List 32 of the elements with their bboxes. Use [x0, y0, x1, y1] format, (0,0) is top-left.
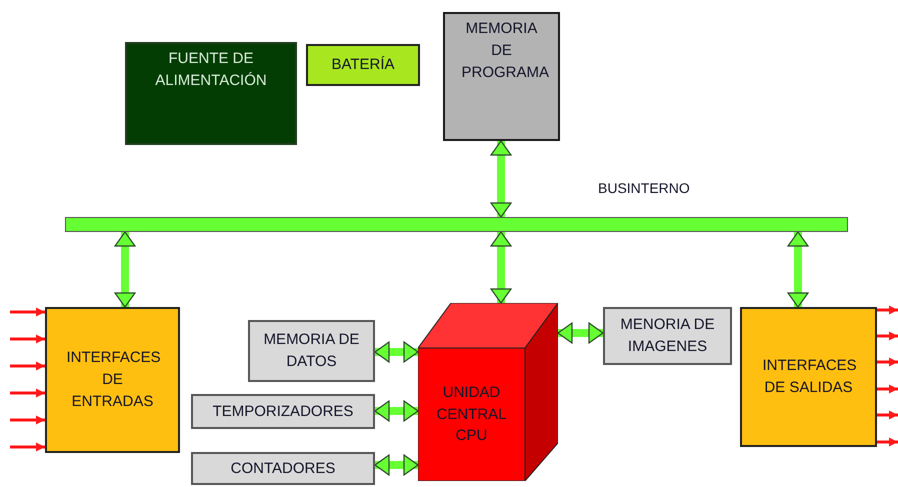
bus-arrow [374, 454, 419, 476]
process-box: MENORIA DE IMAGENES [603, 307, 732, 365]
process-box: BATERÍA [306, 44, 420, 86]
signal-arrow [877, 332, 898, 340]
bus-arrow [787, 231, 809, 308]
process-box: INTERFACES DE ENTRADAS [45, 307, 180, 453]
signal-arrow [877, 358, 898, 366]
process-box: TEMPORIZADORES [191, 394, 375, 429]
signal-arrow [877, 438, 898, 446]
signal-arrow [10, 362, 45, 370]
signal-arrow [10, 388, 45, 398]
signal-arrow [10, 416, 45, 424]
bus-arrow [374, 341, 419, 363]
process-box: CONTADORES [191, 452, 375, 485]
signal-arrow [10, 442, 45, 452]
signal-arrow [10, 308, 45, 316]
bus-arrow [114, 231, 136, 308]
bus-arrow [374, 400, 419, 422]
signal-arrow [877, 384, 898, 394]
node-label: UNIDAD CENTRAL CPU [435, 382, 508, 446]
signal-arrow [877, 306, 898, 314]
process-box: MEMORIA DE PROGRAMA [443, 12, 560, 141]
bus-arrow [490, 140, 512, 218]
bus-label: BUSINTERNO [598, 180, 690, 196]
bus-arrow [557, 322, 604, 344]
bus-bar [65, 217, 848, 232]
process-box: FUENTE DE ALIMENTACIÓN [125, 42, 297, 145]
bus-arrow [490, 231, 512, 304]
process-box: INTERFACES DE SALIDAS [740, 307, 877, 447]
signal-arrow [877, 410, 898, 420]
signal-arrow [10, 334, 45, 344]
process-box: MEMORIA DE DATOS [248, 320, 375, 382]
